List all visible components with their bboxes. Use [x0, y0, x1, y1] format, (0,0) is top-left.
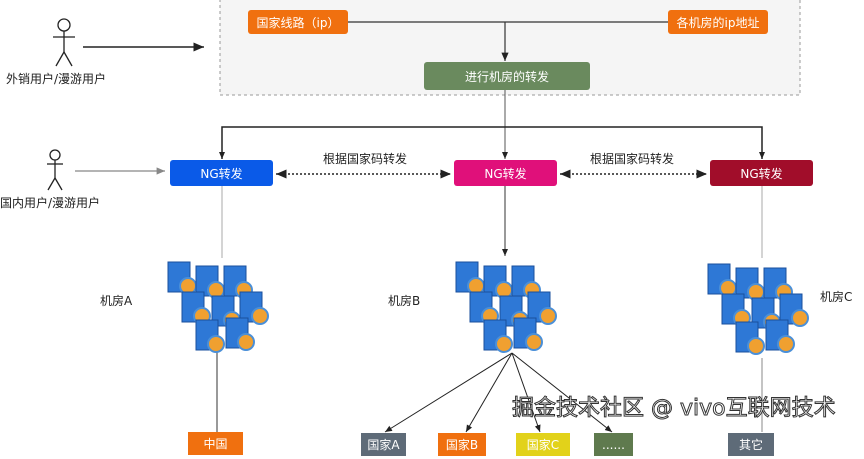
- user-figure-icon: [53, 18, 75, 67]
- server-cluster-icon: [707, 263, 809, 355]
- ng-forward-c: NG转发: [710, 160, 813, 186]
- dest-more: ......: [594, 433, 633, 456]
- dest-country-c: 国家C: [516, 433, 570, 456]
- room-ips-box: 各机房的ip地址: [668, 10, 768, 34]
- room-c-label: 机房C: [820, 290, 853, 304]
- server-cluster-icon: [167, 261, 269, 353]
- room-a-label: 机房A: [100, 294, 133, 308]
- user-figure-icon: [47, 149, 63, 191]
- room-b-label: 机房B: [388, 294, 421, 308]
- ng-forward-b: NG转发: [454, 160, 557, 186]
- dest-country-b: 国家B: [438, 433, 486, 456]
- domestic-user-label: 国内用户/漫游用户: [0, 196, 101, 210]
- forward-label-right: 根据国家码转发: [590, 152, 675, 166]
- forward-box: 进行机房的转发: [424, 62, 590, 90]
- overseas-user-label: 外销用户/漫游用户: [6, 72, 107, 86]
- watermark: 掘金技术社区 @ vivo互联网技术: [512, 396, 837, 422]
- server-cluster-icon: [455, 261, 557, 353]
- dest-country-a: 国家A: [361, 433, 406, 456]
- country-route-box: 国家线路（ip）: [248, 10, 348, 34]
- dest-china: 中国: [188, 432, 243, 455]
- dest-other: 其它: [728, 433, 774, 456]
- ng-forward-a: NG转发: [170, 160, 273, 186]
- forward-label-left: 根据国家码转发: [323, 152, 408, 166]
